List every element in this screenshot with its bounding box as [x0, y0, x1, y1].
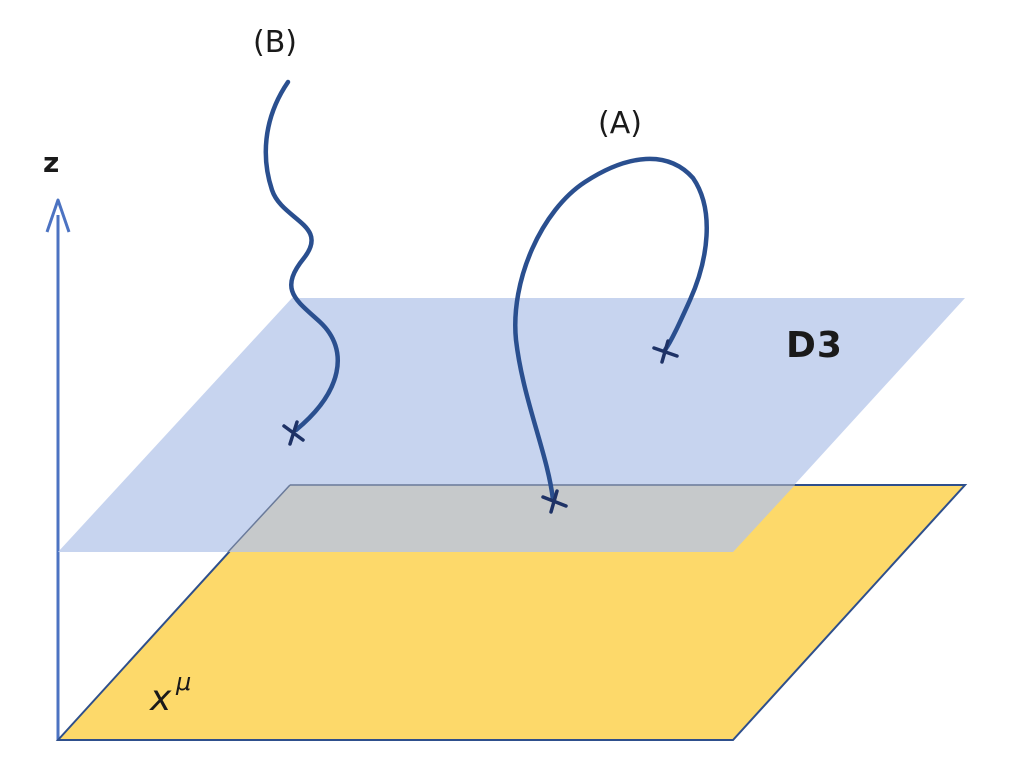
d3-brane-label: D3	[786, 325, 843, 366]
z-axis-label: z	[43, 146, 59, 179]
base-plane-label: x	[149, 678, 172, 719]
string-a	[513, 156, 709, 503]
string-b-endpoint-marker	[282, 420, 305, 446]
overlap-edge-left	[227, 484, 291, 553]
z-axis	[45, 198, 71, 740]
string-b-label: (B)	[253, 25, 297, 60]
overlap-region	[228, 485, 795, 552]
string-a-endpoint-marker-2	[652, 339, 679, 364]
base-plane-label-superscript: μ	[175, 668, 191, 696]
string-b	[263, 79, 340, 433]
string-a-endpoint-marker-1	[541, 489, 568, 514]
string-a-label: (A)	[598, 106, 642, 141]
